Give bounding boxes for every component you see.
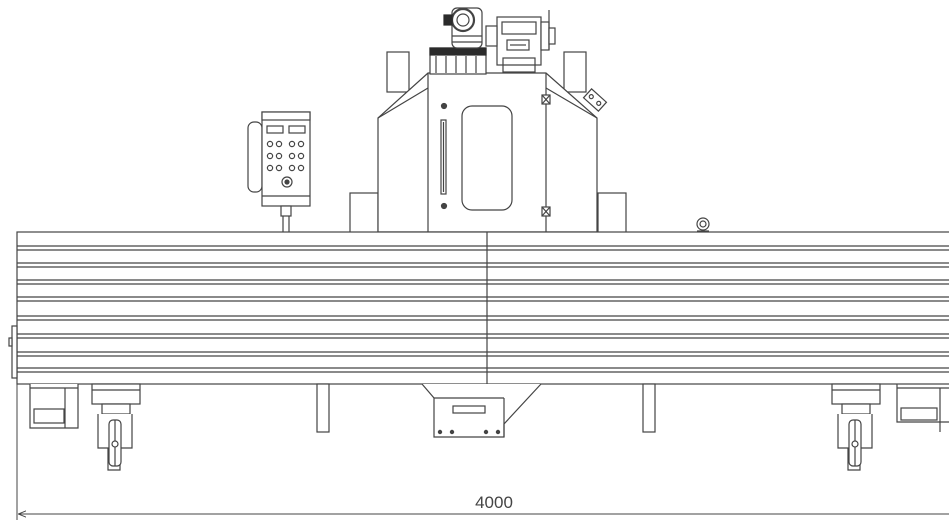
- top-post-right: [563, 51, 587, 93]
- control-panel-mount: [280, 205, 292, 217]
- leg-2: [642, 383, 656, 433]
- display-left: [266, 125, 284, 134]
- display-right: [288, 125, 306, 134]
- eye-bolt: [696, 217, 710, 232]
- main-beam: [16, 231, 949, 385]
- caster-left: [91, 383, 141, 471]
- control-buttons: [266, 140, 305, 172]
- gauge-bolt-top: [440, 102, 448, 110]
- inspection-window: [461, 105, 513, 211]
- top-post-left: [386, 51, 410, 93]
- rear-block-right: [597, 192, 627, 234]
- motor-end-cap: [450, 7, 476, 33]
- gauge-bolt-bottom: [440, 202, 448, 210]
- rear-block-left: [349, 192, 379, 234]
- dimension-label: 4000: [475, 493, 513, 512]
- caster-right: [831, 383, 881, 471]
- control-panel-handle: [247, 121, 263, 193]
- leg-1: [316, 383, 330, 433]
- chamfer-plate: [582, 88, 608, 112]
- beam-end-plate-left: [11, 325, 18, 379]
- hopper-handle: [452, 405, 486, 414]
